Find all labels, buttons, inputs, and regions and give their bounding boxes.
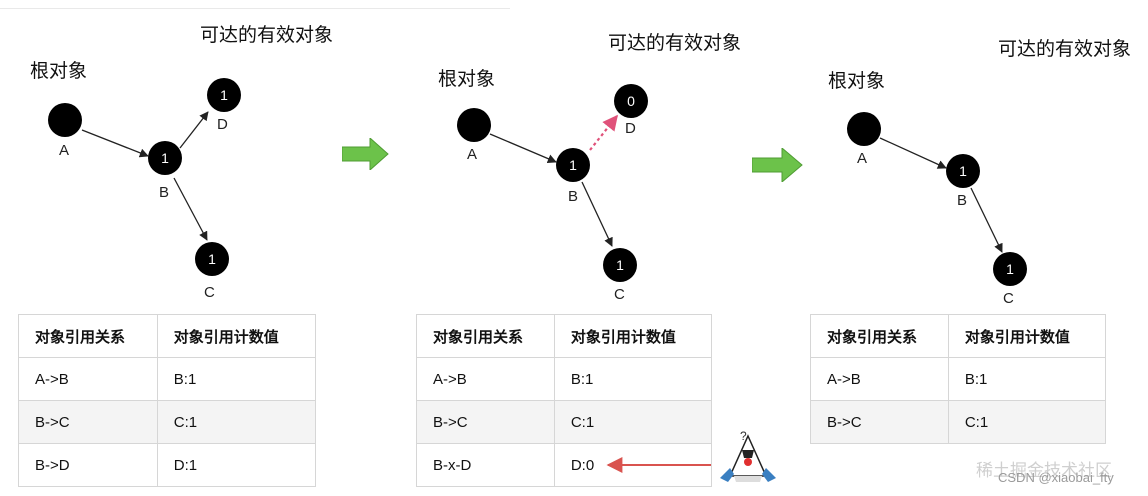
svg-text:?: ?: [740, 429, 747, 443]
cell-relation: B->D: [18, 443, 158, 487]
edge-b-c-3: [970, 187, 1003, 253]
table-row: A->B B:1: [416, 357, 712, 401]
reachable-label-2: 可达的有效对象: [608, 32, 742, 54]
cell-relation: A->B: [416, 357, 555, 401]
node-b-2: 1: [556, 148, 590, 182]
col-header-relation: 对象引用关系: [416, 314, 555, 358]
node-a-1: [48, 103, 82, 137]
watermark-csdn: CSDN @xiaobai_fty: [998, 470, 1114, 485]
ref-table-3: 对象引用关系 对象引用计数值 A->B B:1 B->C C:1: [810, 314, 1106, 444]
node-label-c-2: C: [614, 286, 625, 303]
cell-relation: A->B: [18, 357, 158, 401]
cell-count: B:1: [553, 357, 712, 401]
ref-table-2: 对象引用关系 对象引用计数值 A->B B:1 B->C C:1 B-x-D D…: [416, 314, 712, 487]
node-label-b-2: B: [568, 188, 579, 205]
cell-count: D:1: [156, 443, 316, 487]
col-header-relation: 对象引用关系: [18, 314, 158, 358]
cell-relation: B->C: [416, 400, 555, 444]
table-header-row: 对象引用关系 对象引用计数值: [18, 314, 316, 358]
node-label-a-3: A: [857, 150, 868, 167]
node-c-3: 1: [993, 252, 1027, 286]
cell-count: B:1: [947, 357, 1106, 401]
cell-count: B:1: [156, 357, 316, 401]
watermark-juejin: 稀土掘金技术社区: [976, 461, 1112, 481]
node-label-a-2: A: [467, 146, 478, 163]
node-label-b-3: B: [957, 192, 968, 209]
table-row: B->C C:1: [810, 400, 1106, 444]
node-d-1: 1: [207, 78, 241, 112]
node-a-2: [457, 108, 491, 142]
edge-b-c-1: [173, 177, 208, 241]
cell-count: C:1: [553, 400, 712, 444]
cell-relation: B->C: [18, 400, 158, 444]
node-b-1: 1: [148, 141, 182, 175]
node-label-d-2: D: [625, 120, 636, 137]
col-header-relation: 对象引用关系: [810, 314, 949, 358]
table-row: B-x-D D:0: [416, 443, 712, 487]
green-arrow-right-icon: [342, 138, 389, 170]
cell-relation: B-x-D: [416, 443, 555, 487]
cell-count: C:1: [156, 400, 316, 444]
edge-b-d-removed: [589, 114, 618, 151]
cell-relation: B->C: [810, 400, 949, 444]
root-label-1: 根对象: [30, 60, 88, 82]
node-a-3: [847, 112, 881, 146]
node-d-2: 0: [614, 84, 648, 118]
root-label-3: 根对象: [828, 70, 886, 92]
node-b-3: 1: [946, 154, 980, 188]
top-divider: [0, 8, 510, 9]
table-row: B->C C:1: [416, 400, 712, 444]
cell-count: D:0: [553, 443, 712, 487]
node-label-c-3: C: [1003, 290, 1014, 307]
table-row: A->B B:1: [810, 357, 1106, 401]
cell-relation: A->B: [810, 357, 949, 401]
col-header-count: 对象引用计数值: [947, 314, 1106, 358]
reachable-label-3: 可达的有效对象: [998, 38, 1132, 60]
node-c-2: 1: [603, 248, 637, 282]
node-label-b-1: B: [159, 184, 170, 201]
table-header-row: 对象引用关系 对象引用计数值: [810, 314, 1106, 358]
col-header-count: 对象引用计数值: [553, 314, 712, 358]
table-row: B->C C:1: [18, 400, 316, 444]
root-label-2: 根对象: [438, 68, 496, 90]
green-arrow-right-icon: [752, 148, 803, 182]
col-header-count: 对象引用计数值: [156, 314, 316, 358]
cell-count: C:1: [947, 400, 1106, 444]
edge-a-b-1: [81, 129, 149, 158]
ref-table-1: 对象引用关系 对象引用计数值 A->B B:1 B->C C:1 B->D D:…: [18, 314, 316, 487]
node-label-a-1: A: [59, 142, 70, 159]
edge-b-d-1: [179, 111, 209, 149]
node-label-c-1: C: [204, 284, 215, 301]
table-row: A->B B:1: [18, 357, 316, 401]
table-header-row: 对象引用关系 对象引用计数值: [416, 314, 712, 358]
reachable-label-1: 可达的有效对象: [200, 24, 334, 46]
node-c-1: 1: [195, 242, 229, 276]
duke-mascot-icon: ?: [720, 429, 776, 482]
table-row: B->D D:1: [18, 443, 316, 487]
node-label-d-1: D: [217, 116, 228, 133]
edge-a-b-2: [489, 133, 557, 163]
edge-b-c-2: [581, 181, 613, 247]
edge-a-b-3: [879, 137, 947, 169]
